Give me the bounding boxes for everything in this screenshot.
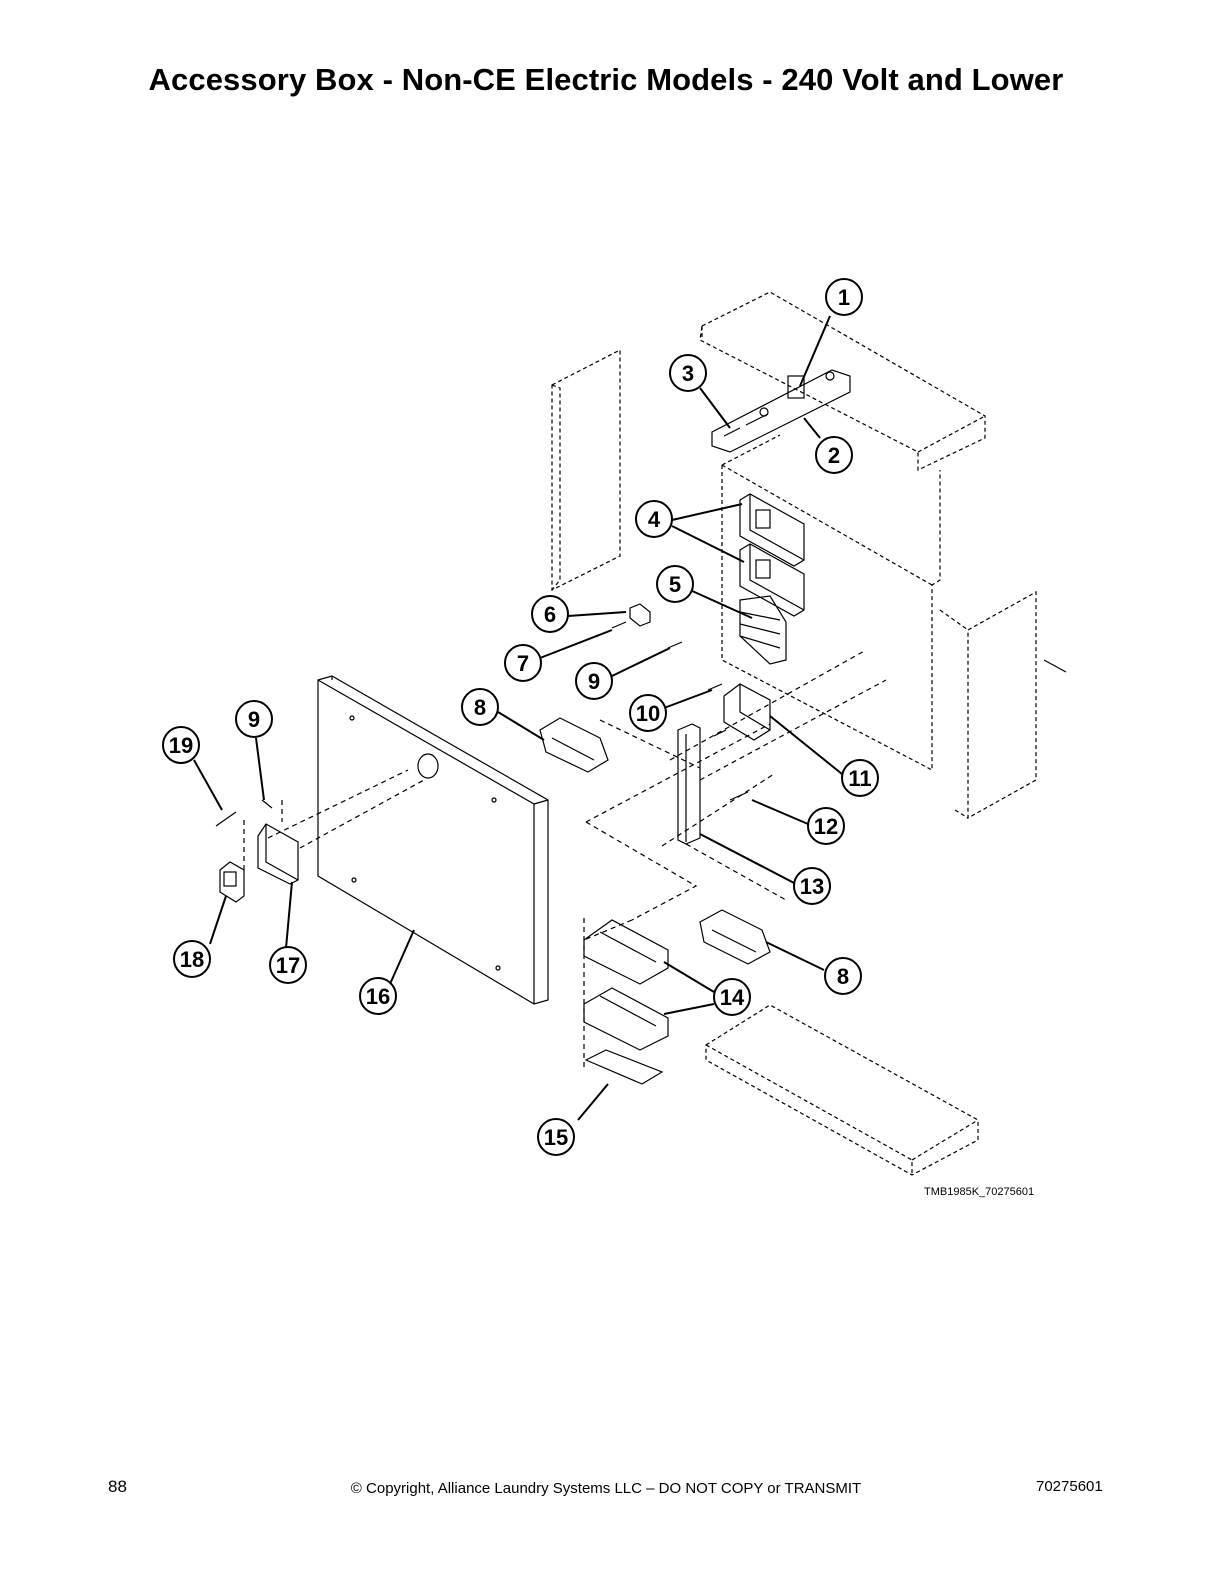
terminal-block [739, 595, 787, 665]
callout-18: 18 [180, 947, 204, 972]
callout-2: 2 [828, 443, 840, 468]
connector-lower [699, 909, 771, 965]
callout-9b: 9 [248, 707, 260, 732]
label-plate [584, 1049, 664, 1085]
left-side-panel [551, 349, 621, 591]
callout-17: 17 [276, 953, 300, 978]
callout-10: 10 [636, 701, 660, 726]
callout-6: 6 [544, 602, 556, 627]
small-hardware [611, 603, 1067, 801]
connector-14-upper [583, 919, 669, 985]
callout-9a: 9 [588, 669, 600, 694]
mounting-plate [257, 823, 299, 885]
callout-13: 13 [800, 874, 824, 899]
callout-7: 7 [517, 651, 529, 676]
callout-5: 5 [669, 572, 681, 597]
callout-14: 14 [720, 985, 745, 1010]
copyright-notice: © Copyright, Alliance Laundry Systems LL… [350, 1480, 862, 1497]
screw-left [261, 799, 273, 809]
page-title: Accessory Box - Non-CE Electric Models -… [148, 62, 1064, 97]
callout-8b: 8 [837, 964, 849, 989]
callout-8a: 8 [474, 695, 486, 720]
front-panel [317, 675, 549, 1005]
callout-3: 3 [682, 361, 694, 386]
top-cover [699, 291, 986, 471]
guide-lines [243, 649, 887, 1070]
switch [219, 861, 245, 903]
callout-15: 15 [544, 1125, 568, 1150]
connector-14-lower [583, 987, 669, 1051]
leader-lines [193, 315, 843, 1121]
bottom-tray [705, 1004, 979, 1176]
circuit-breakers [739, 493, 805, 617]
callout-11: 11 [848, 766, 871, 791]
relay [723, 683, 771, 741]
back-plate [721, 434, 941, 771]
right-side-panel [939, 590, 1037, 820]
callout-19: 19 [169, 733, 193, 758]
callout-markers [162, 278, 879, 1156]
connector-upper [539, 717, 609, 773]
callout-12: 12 [814, 814, 838, 839]
bracket-assembly [711, 369, 851, 453]
din-rail [677, 723, 701, 845]
drawing-code: TMB1985K_70275601 [924, 1186, 1035, 1198]
callout-4: 4 [648, 507, 661, 532]
callout-16: 16 [366, 984, 390, 1009]
callout-1: 1 [838, 285, 850, 310]
page-number: 88 [108, 1477, 127, 1496]
pin [215, 811, 237, 827]
document-part-number: 70275601 [1036, 1478, 1103, 1495]
callout-labels: 1 2 3 4 5 6 7 9 10 8 9 19 11 12 13 8 14 … [169, 285, 872, 1150]
